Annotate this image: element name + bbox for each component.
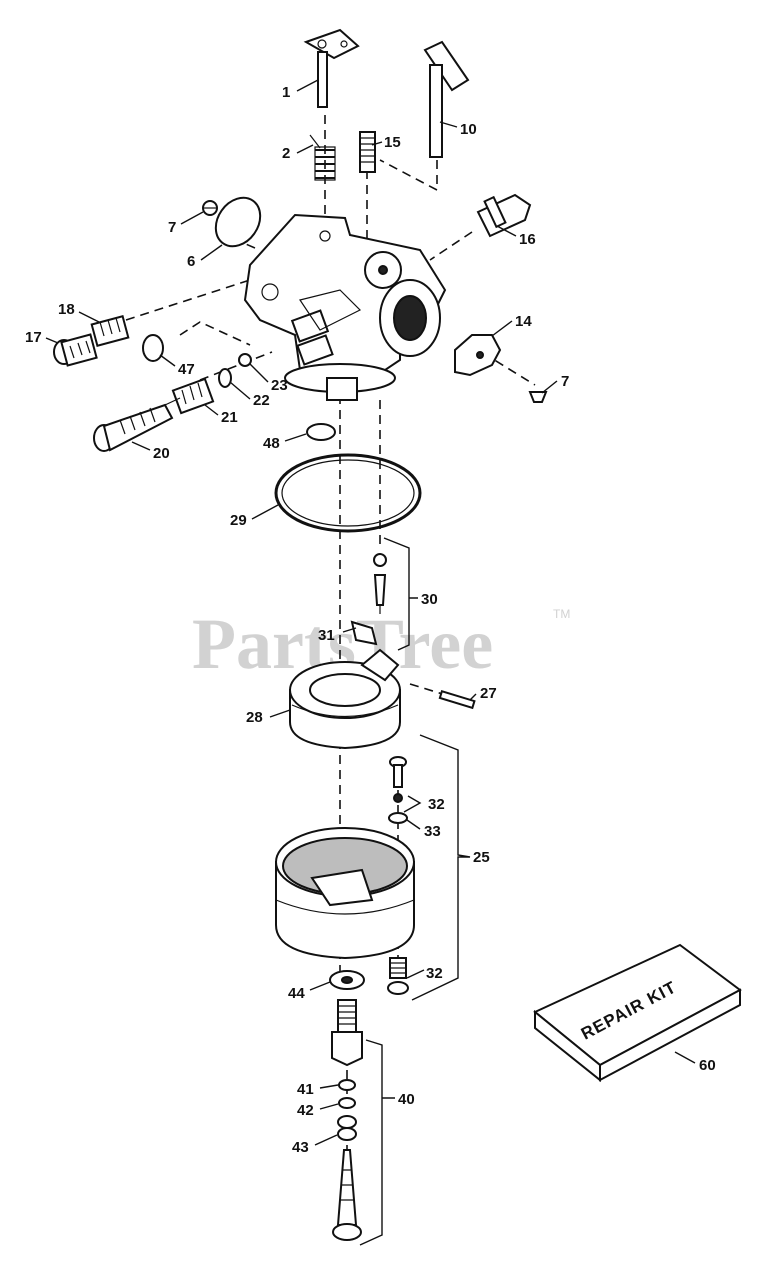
drain-screw-parts — [388, 756, 408, 824]
seal-23-part — [238, 353, 252, 367]
callout-32-lower: 32 — [426, 965, 443, 982]
axis-plug-47 — [179, 321, 251, 346]
callout-6: 6 — [187, 253, 195, 270]
callout-14: 14 — [515, 313, 532, 330]
callout-32-upper: 32 — [428, 796, 445, 813]
bowl-nut-part — [331, 999, 363, 1067]
inlet-needle-part — [373, 553, 387, 614]
bowl-gasket-part — [274, 453, 422, 533]
callout-16: 16 — [519, 231, 536, 248]
seal-41-part — [338, 1079, 356, 1091]
callout-42: 42 — [297, 1102, 314, 1119]
axis-choke-plate — [469, 344, 536, 386]
drain-spring-part — [387, 957, 409, 995]
idle-spring-part — [90, 315, 130, 347]
callout-22: 22 — [253, 392, 270, 409]
callout-20: 20 — [153, 445, 170, 462]
callout-60: 60 — [699, 1057, 716, 1074]
main-spring-part — [171, 377, 215, 415]
float-bowl-part — [275, 827, 415, 960]
callout-7-right: 7 — [561, 373, 569, 390]
screw-7-right-part — [528, 391, 548, 403]
callout-1: 1 — [282, 84, 290, 101]
float-pin-part — [438, 689, 476, 710]
callout-7-top: 7 — [168, 219, 176, 236]
fuel-fitting-part — [476, 193, 532, 238]
carburetor-body — [243, 213, 447, 401]
callout-15: 15 — [384, 134, 401, 151]
seal-43-part — [337, 1115, 357, 1141]
nozzle-part — [332, 1149, 362, 1241]
needle-clip-part — [350, 620, 378, 646]
leader-lines — [45, 79, 696, 1246]
callout-21: 21 — [221, 409, 238, 426]
callout-labels: 1 2 15 10 7 6 16 18 17 14 47 23 22 7 21 … — [25, 84, 716, 1156]
callout-10: 10 — [460, 121, 477, 138]
callout-2: 2 — [282, 145, 290, 162]
callout-23: 23 — [271, 377, 288, 394]
callout-27: 27 — [480, 685, 497, 702]
callout-28: 28 — [246, 709, 263, 726]
callout-33: 33 — [424, 823, 441, 840]
callout-17: 17 — [25, 329, 42, 346]
callout-25: 25 — [473, 849, 490, 866]
float-part — [289, 648, 401, 750]
watermark-trademark: TM — [553, 607, 570, 621]
throttle-spring-part — [309, 134, 336, 181]
callout-30: 30 — [421, 591, 438, 608]
main-needle-part — [93, 397, 181, 452]
callout-18: 18 — [58, 301, 75, 318]
spring-15-part — [359, 131, 376, 173]
axis-main-screw — [199, 351, 273, 381]
throttle-shaft-part — [303, 28, 360, 108]
callout-31: 31 — [318, 627, 335, 644]
welch-plug-part — [142, 334, 164, 362]
seal-22-part — [218, 368, 232, 388]
callout-43: 43 — [292, 1139, 309, 1156]
callout-47: 47 — [178, 361, 195, 378]
washer-44-part — [329, 970, 365, 990]
callout-29: 29 — [230, 512, 247, 529]
axis-fitting-16 — [429, 231, 473, 261]
callout-40: 40 — [398, 1091, 415, 1108]
axis-idle-screw — [125, 279, 251, 321]
axis-choke-shaft — [379, 159, 438, 192]
callout-48: 48 — [263, 435, 280, 452]
throttle-plate-part — [214, 196, 262, 248]
choke-shaft-part — [423, 40, 470, 158]
repair-kit-part: REPAIR KIT — [533, 943, 742, 1083]
screw-7-top-part — [202, 200, 218, 216]
seal-42-part — [338, 1097, 356, 1109]
callout-41: 41 — [297, 1081, 314, 1098]
callout-44: 44 — [288, 985, 305, 1002]
idle-screw-part — [53, 333, 98, 367]
choke-plate-part — [454, 334, 502, 377]
disc-48-part — [306, 423, 336, 441]
